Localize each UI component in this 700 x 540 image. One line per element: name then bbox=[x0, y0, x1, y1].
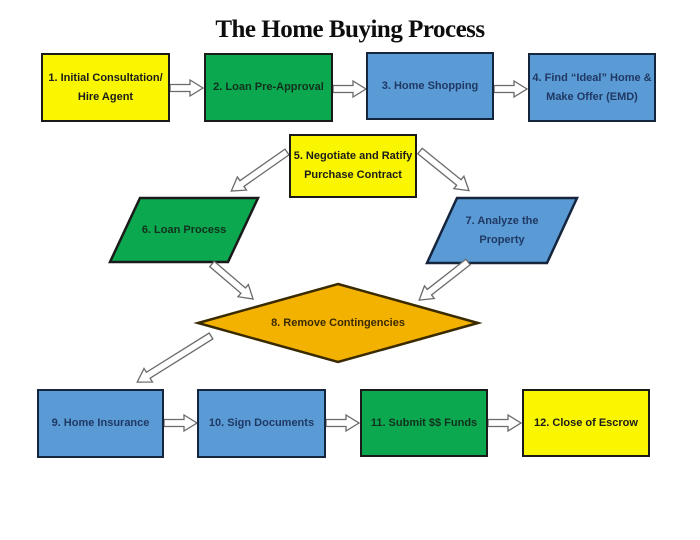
node-step4: 4. Find “Ideal” Home & Make Offer (EMD) bbox=[528, 53, 656, 122]
node-step5: 5. Negotiate and Ratify Purchase Contrac… bbox=[289, 134, 417, 198]
node-step1: 1. Initial Consultation/ Hire Agent bbox=[41, 53, 170, 122]
diagram-title: The Home Buying Process bbox=[215, 16, 485, 43]
arrow-1-2-icon bbox=[169, 78, 205, 98]
node-step5-label: 5. Negotiate and Ratify bbox=[293, 150, 413, 162]
node-step2-label: 2. Loan Pre-Approval bbox=[213, 81, 324, 93]
node-step10: 10. Sign Documents bbox=[197, 389, 326, 458]
node-step8-diamond bbox=[193, 282, 483, 364]
node-step5-label2: Purchase Contract bbox=[304, 169, 402, 181]
node-step12: 12. Close of Escrow bbox=[522, 389, 650, 457]
node-step1-label2: Hire Agent bbox=[77, 90, 134, 103]
node-step1-label: 1. Initial Consultation/ bbox=[48, 71, 163, 84]
arrow-8-9-icon bbox=[136, 332, 214, 383]
node-step6-parallelogram bbox=[108, 196, 260, 264]
arrow-2-3-icon bbox=[332, 79, 368, 99]
arrow-6-8-icon bbox=[208, 260, 255, 300]
node-step3-label: 3. Home Shopping bbox=[381, 79, 479, 92]
node-step12-label: 12. Close of Escrow bbox=[534, 416, 638, 429]
node-step9-label: 9. Home Insurance bbox=[51, 417, 150, 429]
arrow-5-7-icon bbox=[416, 147, 470, 192]
arrow-3-4-icon bbox=[493, 79, 529, 99]
arrow-9-10-icon bbox=[163, 413, 199, 433]
node-step9: 9. Home Insurance bbox=[37, 389, 164, 458]
arrow-11-12-icon bbox=[487, 413, 523, 433]
node-step7-parallelogram bbox=[425, 196, 579, 265]
node-step10-label: 10. Sign Documents bbox=[208, 417, 315, 429]
node-step11: 11. Submit $$ Funds bbox=[360, 389, 488, 457]
node-step3: 3. Home Shopping bbox=[366, 52, 494, 120]
node-step11-label: 11. Submit $$ Funds bbox=[370, 416, 478, 429]
node-step4-label2: Make Offer (EMD) bbox=[546, 90, 638, 103]
node-step2: 2. Loan Pre-Approval bbox=[204, 53, 333, 122]
arrow-10-11-icon bbox=[325, 413, 361, 433]
arrow-7-8-icon bbox=[418, 258, 472, 301]
arrow-5-6-icon bbox=[230, 148, 290, 192]
node-step4-label: 4. Find “Ideal” Home & bbox=[532, 71, 652, 84]
